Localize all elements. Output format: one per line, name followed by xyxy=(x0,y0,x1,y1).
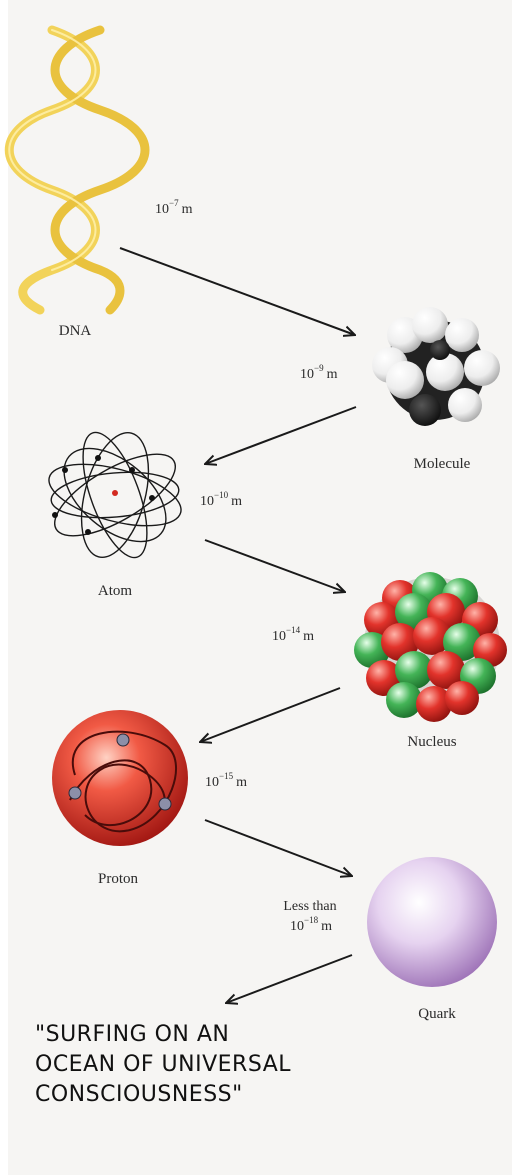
arrow-quark-onward xyxy=(226,954,353,1003)
quote-caption: "SURFING ON AN OCEAN OF UNIVERSAL CONSCI… xyxy=(35,1020,475,1110)
label-dna: DNA xyxy=(59,323,92,339)
dna-helix-icon xyxy=(5,25,150,315)
label-nucleus: Nucleus xyxy=(407,734,456,750)
label-quark: Quark xyxy=(418,1006,456,1022)
quark-icon xyxy=(367,857,497,987)
quote-line-3: CONSCIOUSNESS" xyxy=(35,1082,243,1107)
proton-icon xyxy=(52,710,188,846)
label-molecule: Molecule xyxy=(414,456,471,472)
label-proton: Proton xyxy=(98,871,139,887)
molecule-icon xyxy=(372,307,500,426)
atom-icon xyxy=(48,431,182,559)
nucleus-icon xyxy=(354,572,507,722)
scale-quark-prefix: Less than xyxy=(283,899,336,914)
arrow-molecule-to-atom xyxy=(205,406,357,464)
arrow-dna-to-molecule xyxy=(119,247,355,335)
quote-line-2: OCEAN OF UNIVERSAL xyxy=(35,1052,292,1077)
label-atom: Atom xyxy=(98,583,133,599)
arrow-proton-to-quark xyxy=(204,819,352,876)
arrow-atom-to-nucleus xyxy=(204,539,345,592)
quote-line-1: "SURFING ON AN xyxy=(35,1022,230,1047)
arrow-nucleus-to-proton xyxy=(200,687,341,742)
